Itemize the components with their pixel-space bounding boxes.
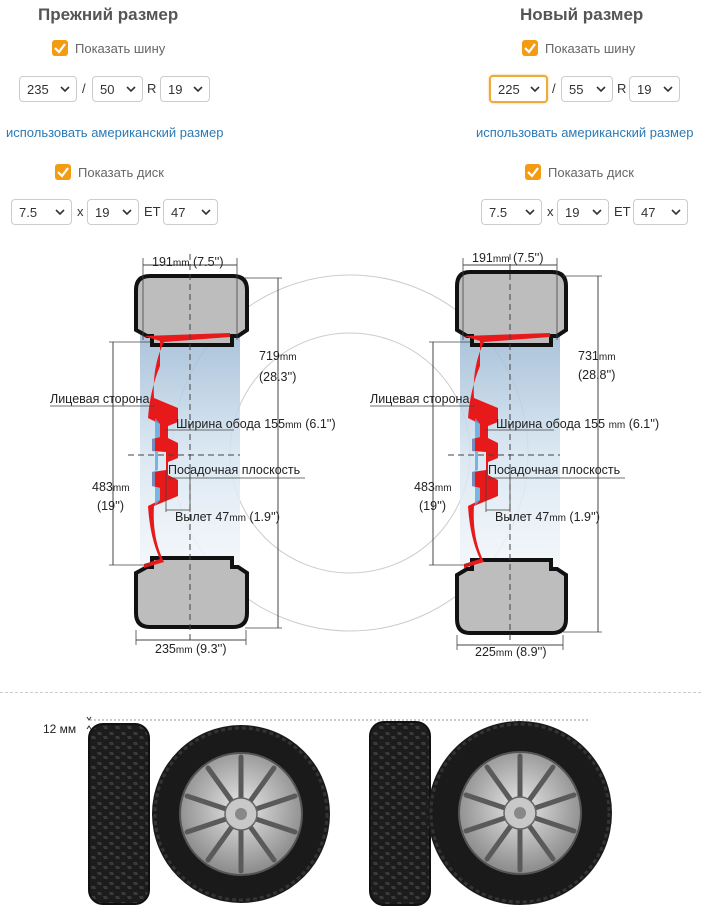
offset-label-old: Вылет 47mm (1.9'') xyxy=(175,510,280,524)
mount-plane-label-new: Посадочная плоскость xyxy=(488,463,621,477)
face-side-label-new: Лицевая сторона xyxy=(370,392,470,406)
old-tire-section xyxy=(50,254,305,645)
disc-width-select-old[interactable]: 7.5 xyxy=(11,199,72,225)
rim-diameter-inch-new: (19'') xyxy=(419,499,447,513)
tire-diameter-select-new[interactable]: 19 xyxy=(629,76,680,102)
tire-width-label-old: 235mm (9.3'') xyxy=(155,642,227,656)
show-disc-label: Показать диск xyxy=(548,164,634,180)
chevron-down-icon xyxy=(671,209,681,215)
tire-width-value: 235 xyxy=(27,81,49,97)
show-tire-label: Показать шину xyxy=(545,40,636,56)
tire-width-select-new[interactable]: 225 xyxy=(489,75,548,103)
rim-diameter-label-new: 483mm xyxy=(414,480,452,494)
offset-label-new: Вылет 47mm (1.9'') xyxy=(495,510,600,524)
chevron-down-icon xyxy=(55,209,65,215)
chevron-down-icon xyxy=(525,209,535,215)
checkbox-checked-icon xyxy=(525,164,541,180)
chevron-down-icon xyxy=(663,86,673,92)
mount-plane-label-old: Посадочная плоскость xyxy=(168,463,301,477)
checkbox-checked-icon xyxy=(55,164,71,180)
rim-width-155-label-new: Ширина обода 155 mm (6.1'') xyxy=(496,417,660,431)
show-disc-label: Показать диск xyxy=(78,164,164,180)
disc-et-value: 47 xyxy=(171,204,186,220)
checkbox-checked-icon xyxy=(522,40,538,56)
tire-profile-value: 55 xyxy=(569,81,584,97)
tire-diameter-value: 19 xyxy=(637,81,652,97)
disc-diameter-value: 19 xyxy=(95,204,110,220)
x-separator: x xyxy=(77,204,84,219)
r-label: R xyxy=(617,81,627,96)
rim-diameter-label-old: 483mm xyxy=(92,480,130,494)
rim-width-155-label-old: Ширина обода 155mm (6.1'') xyxy=(176,417,336,431)
checkbox-checked-icon xyxy=(52,40,68,56)
chevron-down-icon xyxy=(60,86,70,92)
tire-profile-value: 50 xyxy=(100,81,115,97)
old-wheel-image xyxy=(152,725,330,903)
disc-diameter-value: 19 xyxy=(565,204,580,220)
height-diff-label: 12 мм xyxy=(43,722,77,736)
new-size-title: Новый размер xyxy=(520,5,644,24)
disc-et-select-new[interactable]: 47 xyxy=(633,199,688,225)
overall-diameter-inch-old: (28.3'') xyxy=(259,370,297,384)
r-label: R xyxy=(147,81,157,96)
disc-et-value: 47 xyxy=(641,204,656,220)
slash-separator: / xyxy=(552,81,556,96)
et-label: ET xyxy=(614,204,631,219)
tire-images xyxy=(86,716,612,906)
tire-diameter-select-old[interactable]: 19 xyxy=(160,76,210,102)
tire-diameter-value: 19 xyxy=(168,81,183,97)
new-wheel-image xyxy=(428,721,612,905)
new-outline-circle xyxy=(229,332,471,574)
tire-cross-section-diagram xyxy=(50,254,625,650)
show-disc-checkbox-new[interactable]: Показать диск xyxy=(525,164,634,180)
tire-profile-select-new[interactable]: 55 xyxy=(561,76,613,102)
new-tire-section xyxy=(370,254,625,650)
show-tire-label: Показать шину xyxy=(75,40,166,56)
american-size-link-new[interactable]: использовать американский размер xyxy=(476,125,694,140)
overall-diameter-inch-new: (28.8'') xyxy=(578,368,616,382)
chevron-down-icon xyxy=(201,209,211,215)
et-label: ET xyxy=(144,204,161,219)
face-side-label-old: Лицевая сторона xyxy=(50,392,150,406)
american-size-link-old[interactable]: использовать американский размер xyxy=(6,125,224,140)
chevron-down-icon xyxy=(530,86,540,92)
tire-width-value: 225 xyxy=(498,81,520,97)
old-size-title: Прежний размер xyxy=(38,5,179,24)
new-tire-tread-image xyxy=(369,721,431,906)
slash-separator: / xyxy=(82,81,86,96)
tire-width-select-old[interactable]: 235 xyxy=(19,76,77,102)
tire-profile-select-old[interactable]: 50 xyxy=(92,76,143,102)
disc-width-value: 7.5 xyxy=(489,204,508,220)
disc-width-select-new[interactable]: 7.5 xyxy=(481,199,542,225)
chevron-down-icon xyxy=(193,86,203,92)
chevron-down-icon xyxy=(596,86,606,92)
chevron-down-icon xyxy=(592,209,602,215)
disc-diameter-select-old[interactable]: 19 xyxy=(87,199,139,225)
show-tire-checkbox-old[interactable]: Показать шину xyxy=(52,40,165,56)
rim-width-label-new: 191mm (7.5'') xyxy=(472,251,544,265)
overall-diameter-label-new: 731mm xyxy=(578,349,616,363)
show-tire-checkbox-new[interactable]: Показать шину xyxy=(522,40,635,56)
section-divider xyxy=(0,692,701,693)
show-disc-checkbox-old[interactable]: Показать диск xyxy=(55,164,164,180)
x-separator: x xyxy=(547,204,554,219)
chevron-down-icon xyxy=(126,86,136,92)
rim-diameter-inch-old: (19'') xyxy=(97,499,125,513)
chevron-down-icon xyxy=(122,209,132,215)
tire-width-label-new: 225mm (8.9'') xyxy=(475,645,547,659)
disc-diameter-select-new[interactable]: 19 xyxy=(557,199,609,225)
overall-diameter-label-old: 719mm xyxy=(259,349,297,363)
old-tire-tread-image xyxy=(88,723,150,905)
disc-width-value: 7.5 xyxy=(19,204,38,220)
rim-width-label-old: 191mm (7.5'') xyxy=(152,255,224,269)
disc-et-select-old[interactable]: 47 xyxy=(163,199,218,225)
